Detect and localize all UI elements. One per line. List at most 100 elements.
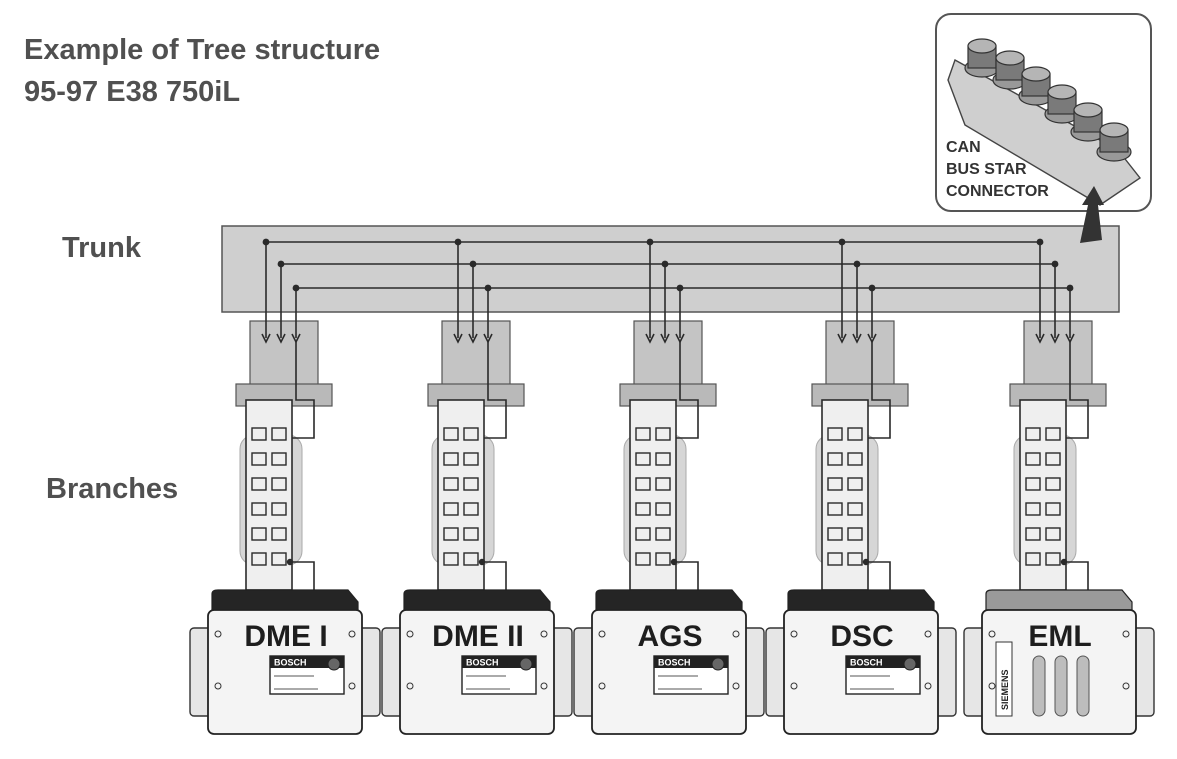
junction-dot	[484, 284, 492, 292]
module-rib	[1054, 655, 1068, 717]
branch-4	[1009, 238, 1107, 591]
branch-return-wire	[484, 342, 507, 439]
junction-dot	[469, 260, 477, 268]
branch-fork	[1050, 333, 1060, 344]
branches-label: Branches	[46, 473, 179, 505]
branch-cable	[437, 399, 485, 591]
module-nameplate-header	[654, 656, 728, 668]
branch-fork	[660, 333, 670, 344]
module-screw	[540, 682, 548, 690]
module-screw	[1122, 630, 1130, 638]
junction-dot	[1036, 238, 1044, 246]
twist-segment	[847, 527, 863, 541]
twist-segment	[1025, 527, 1041, 541]
branch-fork	[468, 333, 478, 344]
module-name-label: DME I	[244, 620, 327, 653]
module-rib	[1032, 655, 1046, 717]
twist-segment	[655, 427, 671, 441]
module-screw	[540, 630, 548, 638]
junction-dot	[868, 284, 876, 292]
module-name-label: DSC	[830, 620, 893, 653]
twist-segment	[1045, 477, 1061, 491]
branch-return-wire	[1066, 561, 1089, 590]
module-screw	[924, 630, 932, 638]
trunk-label: Trunk	[62, 232, 141, 264]
twist-segment	[463, 502, 479, 516]
twist-segment	[635, 452, 651, 466]
junction-dot	[262, 238, 270, 246]
module-nameplate-logo-icon	[903, 657, 917, 671]
junction-dot	[670, 558, 678, 566]
module-dsc: DSC BOSCH	[765, 589, 957, 735]
diagram-title-line-1: Example of Tree structure	[24, 34, 381, 66]
twist-segment	[847, 502, 863, 516]
twist-segment	[251, 552, 267, 566]
branch-connector-housing	[633, 320, 703, 386]
module-brand-label: SIEMENS	[1000, 669, 1010, 710]
twist-segment	[635, 477, 651, 491]
module-side-label-plate	[995, 641, 1013, 717]
module-brand-label: BOSCH	[850, 658, 883, 668]
inset-caption: CAN BUS STAR CONNECTOR	[946, 137, 1049, 203]
junction-dot	[646, 238, 654, 246]
twist-segment	[1045, 452, 1061, 466]
branch-return-wire	[1066, 342, 1089, 439]
twist-segment	[1045, 427, 1061, 441]
twist-segment	[251, 527, 267, 541]
twist-segment	[827, 452, 843, 466]
twist-segment	[655, 452, 671, 466]
twist-segment	[635, 527, 651, 541]
module-nameplate-header	[462, 656, 536, 668]
branch-connector-housing	[1023, 320, 1093, 386]
branch-fork	[645, 333, 655, 344]
module-brand-label: BOSCH	[466, 658, 499, 668]
branch-fork	[1035, 333, 1045, 344]
twist-segment	[463, 552, 479, 566]
trunk-band	[221, 225, 1120, 313]
module-screw	[214, 630, 222, 638]
module-screw	[598, 682, 606, 690]
diagram-title-line-2: 95-97 E38 750iL	[24, 76, 241, 108]
twist-segment	[655, 502, 671, 516]
twist-segment	[443, 427, 459, 441]
branch-connector-housing	[249, 320, 319, 386]
branch-return-wire	[676, 342, 699, 439]
module-screw	[924, 682, 932, 690]
branch-return-wire	[484, 561, 507, 590]
branch-3	[811, 238, 909, 591]
module-nameplate-header	[270, 656, 344, 668]
twist-segment	[1025, 502, 1041, 516]
module-brand-label: BOSCH	[658, 658, 691, 668]
twist-segment	[827, 527, 843, 541]
twist-segment	[271, 427, 287, 441]
twist-segment	[655, 527, 671, 541]
junction-dot	[1066, 284, 1074, 292]
module-nameplate-header	[846, 656, 920, 668]
module-screw	[214, 682, 222, 690]
module-name-label: DME II	[432, 620, 524, 653]
branch-connector-housing	[441, 320, 511, 386]
twist-segment	[463, 477, 479, 491]
branch-return-wire	[868, 561, 891, 590]
inset-caption-line: CAN	[946, 139, 981, 156]
twist-segment	[1025, 552, 1041, 566]
twist-segment	[635, 552, 651, 566]
branch-return-wire	[292, 561, 315, 590]
junction-dot	[862, 558, 870, 566]
twist-segment	[827, 427, 843, 441]
twist-segment	[1045, 502, 1061, 516]
module-nameplate-logo-icon	[711, 657, 725, 671]
module-connector-strip	[787, 589, 935, 611]
module-nameplate-logo-icon	[519, 657, 533, 671]
junction-dot	[277, 260, 285, 268]
module-screw	[1122, 682, 1130, 690]
twist-segment	[463, 527, 479, 541]
module-screw	[790, 682, 798, 690]
branch-fork	[852, 333, 862, 344]
inset-caption-line: BUS STAR	[946, 161, 1027, 178]
twist-segment	[443, 477, 459, 491]
twist-segment	[1025, 427, 1041, 441]
